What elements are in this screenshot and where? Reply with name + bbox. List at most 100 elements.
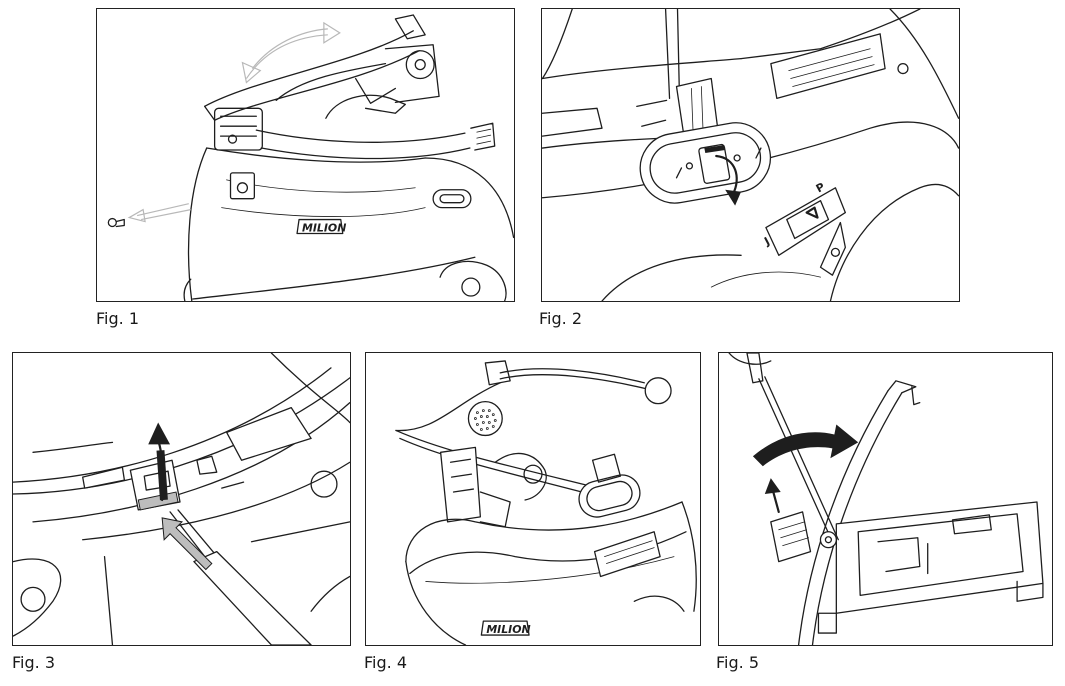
rim-notch [221, 481, 245, 489]
rear-screw [897, 62, 909, 75]
screwdriver-grip [728, 353, 772, 365]
button-dot-right [733, 154, 741, 162]
figure-1-panel: MILION [96, 8, 515, 302]
helmet-shell-right-curve [424, 157, 514, 239]
brand-logo-badge [296, 218, 344, 235]
rotation-arrow-tail [241, 61, 262, 84]
front-mount-block [213, 107, 263, 151]
screwdriver-shaft [758, 378, 834, 543]
helmet-chin-line [192, 256, 476, 300]
mic-boom [499, 368, 645, 384]
visor-bottom-edge [206, 147, 426, 163]
figure-2-caption: Fig. 2 [539, 309, 582, 328]
rim-band-upper-2 [13, 377, 350, 495]
insertion-arrow-head [127, 208, 146, 223]
plate-foot [817, 612, 837, 634]
press-rotation-arrow-head [725, 189, 742, 206]
rim-band-upper [13, 367, 332, 483]
rear-vent-slats [788, 48, 875, 87]
mount-screw [227, 134, 238, 144]
screwdriver-handle [193, 550, 312, 645]
shell-lower-edge [542, 121, 959, 199]
rim-panel-right [226, 406, 312, 461]
rim-top-edge [32, 441, 114, 453]
pivot-ring [819, 531, 837, 549]
rear-vent-housing [770, 33, 886, 100]
helmet-inner-curve [425, 556, 675, 584]
figure-3-illustration [13, 353, 350, 645]
figure-1-illustration: MILION [107, 14, 514, 301]
insertion-arrow-line [141, 209, 191, 221]
pull-arrow-shaft [771, 488, 780, 514]
rotation-arrow-path [245, 34, 328, 79]
helmet-inner-line [221, 207, 426, 217]
brand-logo-badge [480, 620, 530, 636]
helmet-side-vent [593, 531, 661, 578]
center-button-band [704, 145, 726, 154]
lower-bracket [479, 491, 511, 528]
microphone-head [644, 377, 672, 405]
figure-5-panel [718, 352, 1053, 646]
hinge-assembly [494, 452, 547, 501]
mic-boom-inner [499, 374, 647, 390]
frame-bar-top [395, 429, 616, 493]
shell-lower-seam [250, 521, 350, 543]
clip-arms [636, 99, 668, 127]
side-vent-block [470, 122, 496, 151]
mounting-rod [664, 9, 681, 100]
helmet-front-curve [405, 560, 467, 645]
plate-edge [1016, 580, 1044, 602]
control-unit-clip [591, 453, 622, 483]
control-panel-triangles [675, 147, 762, 179]
clip-screw-hole [236, 182, 249, 194]
visor-lower-rim-inner [260, 147, 471, 160]
visor-frame-end [204, 105, 216, 121]
button-dot-left [685, 162, 694, 170]
side-slot-inner [439, 194, 465, 204]
ear-cushion-inner [710, 271, 821, 288]
mic-mount [484, 360, 511, 386]
center-button [698, 143, 731, 184]
side-vent-lines [476, 128, 492, 145]
slider-switch-thumb [805, 206, 819, 219]
shell-right-hole [310, 470, 338, 498]
ear-piece [633, 595, 685, 612]
mechanism-plate [325, 94, 406, 119]
pivot-center [414, 59, 426, 71]
brand-logo-text: MILION [302, 221, 346, 234]
release-clip-ribs [778, 521, 809, 547]
speaker-grille [467, 401, 503, 437]
mounting-plate-inner [857, 513, 1024, 596]
rim-panel-left [82, 466, 126, 489]
slider-mark-j: J [761, 235, 772, 249]
ear-cushion-top [601, 254, 742, 301]
frame-bar-tip [887, 380, 917, 394]
lift-arrow-head [148, 422, 171, 445]
bracket-ribs [449, 458, 475, 493]
front-clip [229, 172, 255, 200]
shell-back-curve [889, 9, 959, 119]
pivot-disc [405, 50, 435, 80]
side-piece-left [542, 107, 603, 137]
frame-bar-right [811, 392, 903, 645]
shell-seam [103, 555, 114, 645]
figure-2-illustration: P J [542, 9, 959, 301]
figure-2-panel: P J [541, 8, 960, 302]
brand-logo-text: MILION [486, 623, 530, 636]
shell-side-hole [20, 586, 46, 612]
frame-bar-bottom [399, 437, 614, 501]
insertion-arrow-line [137, 203, 189, 217]
rotation-arrow-head [323, 21, 341, 44]
figure-4-panel: MILION [365, 352, 701, 646]
plate-tab [951, 514, 992, 535]
figure-4-illustration: MILION [395, 360, 697, 645]
visor-lower-rim [255, 129, 466, 143]
shell-left-cutout [13, 558, 62, 637]
screwdriver-shaft-edge [764, 376, 839, 541]
push-arrow [161, 517, 213, 571]
release-clip [770, 511, 812, 563]
bracket-plate [439, 446, 482, 523]
helmet-back-curve [681, 501, 697, 612]
speaker-cable [395, 382, 501, 432]
ear-pad-left [183, 278, 192, 301]
